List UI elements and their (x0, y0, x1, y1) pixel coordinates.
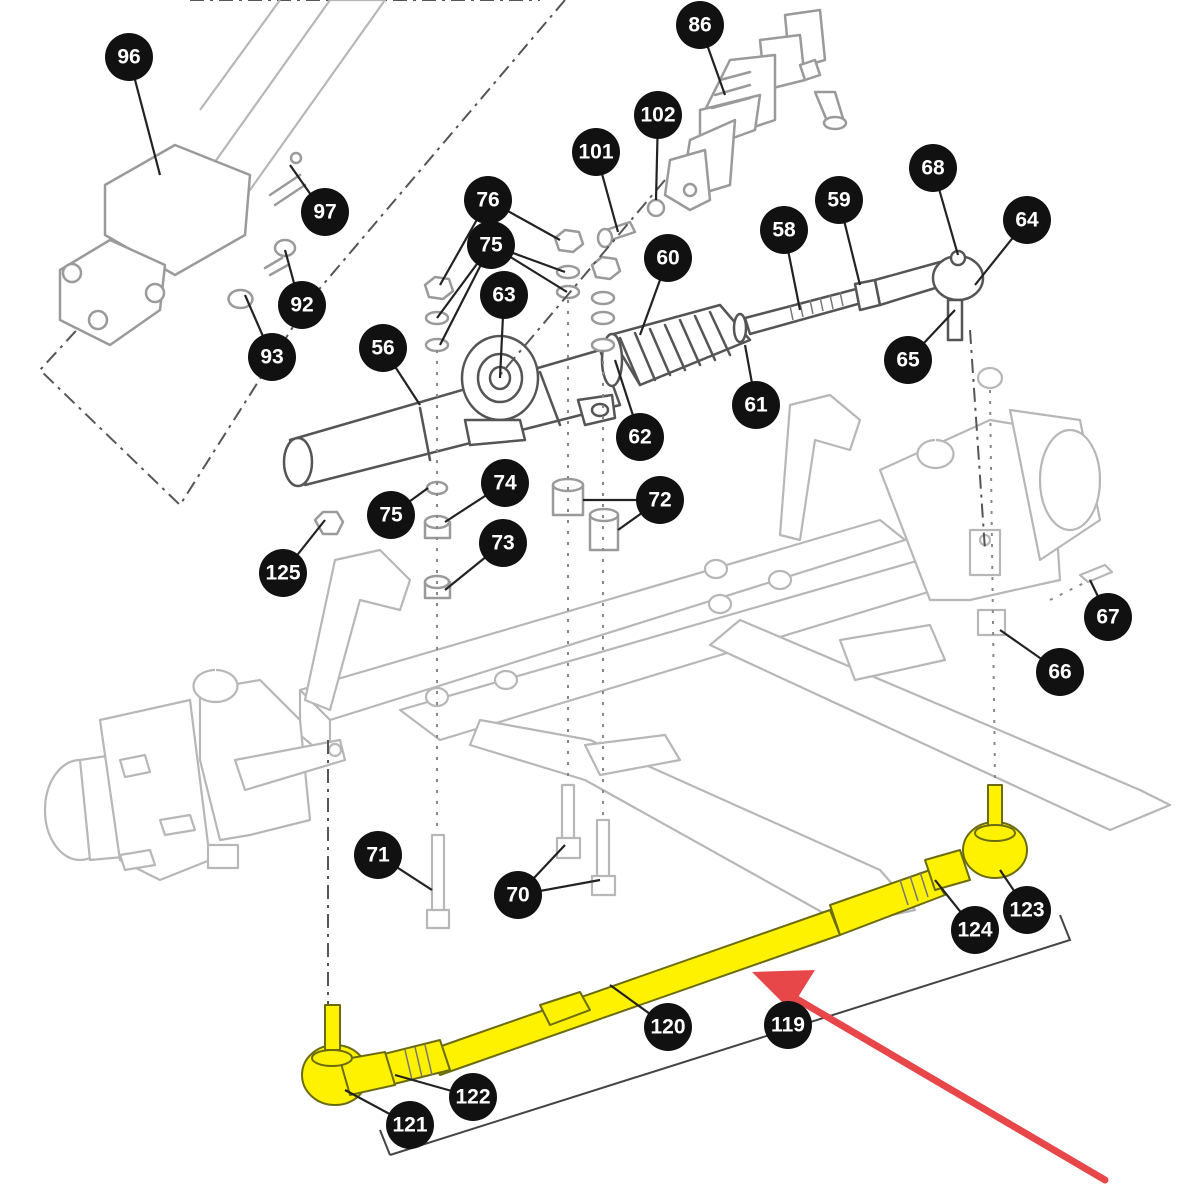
callout-56: 56 (359, 324, 407, 372)
callout-125: 125 (259, 549, 307, 597)
svg-text:73: 73 (491, 532, 514, 555)
svg-text:120: 120 (650, 1016, 685, 1039)
callout-59: 59 (815, 176, 863, 224)
callout-61: 61 (732, 381, 780, 429)
svg-text:121: 121 (392, 1114, 427, 1137)
callout-62: 62 (616, 413, 664, 461)
svg-text:92: 92 (290, 294, 313, 317)
callout-121: 121 (386, 1101, 434, 1149)
rack-housing (282, 334, 622, 488)
svg-text:60: 60 (656, 247, 679, 270)
callout-68: 68 (909, 144, 957, 192)
svg-text:76: 76 (476, 189, 499, 212)
svg-text:124: 124 (957, 919, 992, 942)
svg-text:101: 101 (578, 141, 613, 164)
svg-text:66: 66 (1048, 661, 1071, 684)
svg-text:123: 123 (1009, 899, 1044, 922)
svg-text:64: 64 (1015, 209, 1039, 232)
callout-73: 73 (479, 519, 527, 567)
svg-text:122: 122 (455, 1086, 490, 1109)
svg-text:74: 74 (493, 472, 517, 495)
svg-text:125: 125 (265, 562, 300, 585)
callout-66: 66 (1036, 648, 1084, 696)
intermediate-shaft (663, 8, 848, 212)
callout-123: 123 (1003, 886, 1051, 934)
callout-96: 96 (105, 33, 153, 81)
svg-text:70: 70 (506, 884, 529, 907)
svg-text:58: 58 (772, 219, 796, 242)
alignment-lines (327, 179, 1091, 1010)
callout-60: 60 (644, 234, 692, 282)
svg-text:67: 67 (1096, 606, 1119, 629)
callout-92: 92 (278, 281, 326, 329)
svg-text:86: 86 (688, 14, 711, 37)
svg-text:72: 72 (648, 489, 671, 512)
svg-text:63: 63 (492, 284, 515, 307)
callout-75-lower: 75 (367, 491, 415, 539)
red-arrow (752, 970, 1109, 1184)
svg-text:93: 93 (260, 346, 283, 369)
svg-text:102: 102 (640, 104, 675, 127)
svg-text:62: 62 (628, 426, 651, 449)
svg-text:75: 75 (379, 504, 403, 527)
callout-74: 74 (481, 459, 529, 507)
callout-64: 64 (1003, 196, 1051, 244)
callout-70: 70 (494, 871, 542, 919)
tie-rod-assembly-highlighted[interactable] (301, 784, 1072, 1156)
svg-text:65: 65 (896, 349, 920, 372)
callout-119: 119 (764, 1001, 812, 1049)
callout-71: 71 (354, 831, 402, 879)
front-axle-assembly (43, 366, 1172, 930)
callout-76: 76 (464, 176, 512, 224)
svg-text:119: 119 (771, 1014, 805, 1037)
svg-text:71: 71 (366, 844, 390, 867)
svg-text:61: 61 (744, 394, 768, 417)
svg-text:75: 75 (479, 234, 503, 257)
svg-text:96: 96 (117, 46, 140, 69)
callout-72: 72 (636, 476, 684, 524)
steering-column-subassembly (38, 0, 566, 507)
svg-text:97: 97 (313, 201, 336, 224)
callout-63: 63 (480, 271, 528, 319)
svg-text:56: 56 (371, 337, 394, 360)
inner-tie-rod (743, 249, 985, 342)
callout-75: 75 (467, 221, 515, 269)
svg-text:68: 68 (921, 157, 945, 180)
bellows-boot (600, 303, 752, 388)
callout-58: 58 (760, 206, 808, 254)
callout-badges: 96 97 92 93 86 102 101 76 75 60 63 56 58… (105, 1, 1132, 1149)
svg-text:59: 59 (827, 189, 850, 212)
callout-120: 120 (644, 1003, 692, 1051)
callout-102: 102 (634, 91, 682, 139)
callout-97: 97 (301, 188, 349, 236)
callout-86: 86 (676, 1, 724, 49)
callout-67: 67 (1084, 593, 1132, 641)
callout-124: 124 (951, 906, 999, 954)
callout-93: 93 (248, 333, 296, 381)
callout-65: 65 (884, 336, 932, 384)
callout-122: 122 (449, 1073, 497, 1121)
callout-101: 101 (572, 128, 620, 176)
